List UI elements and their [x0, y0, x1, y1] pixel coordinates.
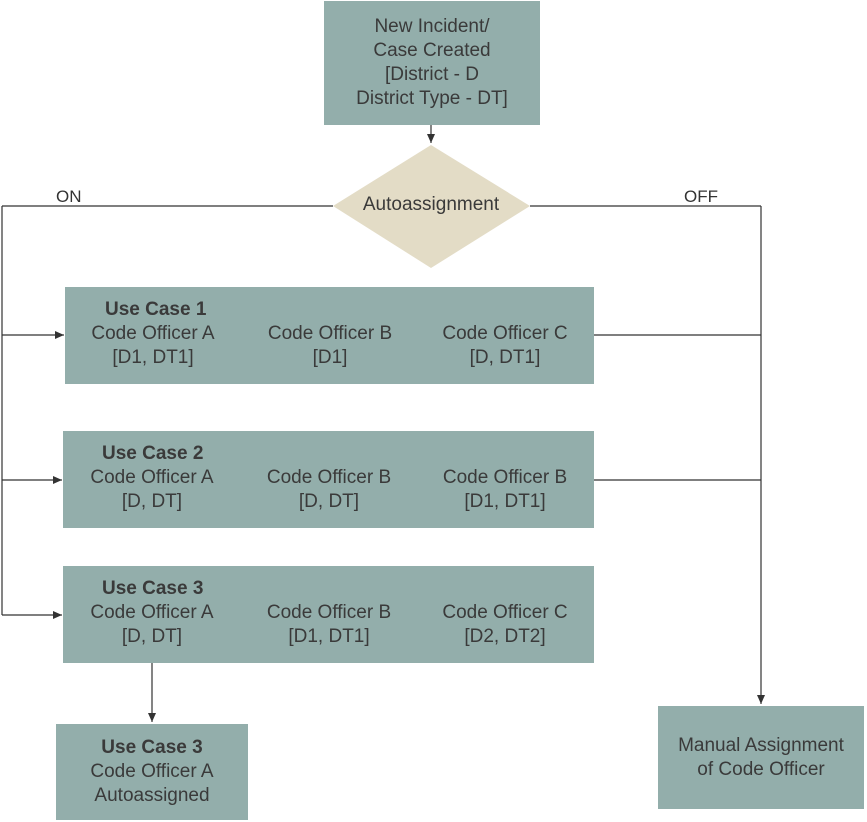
- officer-codes: [D2, DT2]: [464, 626, 546, 647]
- start-node: New Incident/ Case Created [District - D…: [324, 1, 540, 125]
- officer-codes: [D1, DT1]: [288, 626, 370, 647]
- officer-codes: [D, DT]: [121, 491, 183, 512]
- use-case-2-title: Use Case 2: [102, 443, 204, 464]
- use-case-1-box: Use Case 1 Code Officer A [D1, DT1] Code…: [65, 287, 594, 384]
- officer-name: Code Officer B: [442, 467, 568, 488]
- use-case-3-officer-a: Code Officer A [D, DT]: [72, 601, 232, 649]
- officer-name: Code Officer A: [91, 323, 215, 344]
- start-line-1: New Incident/: [374, 16, 490, 37]
- use-case-2-officer-c: Code Officer B [D1, DT1]: [425, 466, 585, 514]
- use-case-1-title: Use Case 1: [105, 299, 207, 320]
- officer-name: Code Officer B: [266, 602, 392, 623]
- start-line-3: [District - D: [385, 64, 479, 85]
- result-title: Use Case 3: [101, 737, 203, 758]
- start-line-2: Case Created: [373, 40, 491, 61]
- decision-diamond: [333, 145, 530, 268]
- officer-name: Code Officer A: [90, 467, 214, 488]
- use-case-3-title: Use Case 3: [102, 578, 204, 599]
- manual-line-1: Manual Assignment: [678, 734, 844, 756]
- result-line-1: Code Officer A: [90, 761, 214, 782]
- officer-codes: [D1]: [312, 347, 348, 368]
- decision-label: Autoassignment: [362, 194, 500, 215]
- result-node: Use Case 3 Code Officer A Autoassigned: [56, 724, 248, 820]
- manual-line-2: of Code Officer: [697, 758, 825, 780]
- officer-name: Code Officer B: [267, 323, 393, 344]
- officer-codes: [D, DT]: [121, 626, 183, 647]
- off-label: OFF: [684, 187, 718, 206]
- use-case-3-officer-c: Code Officer C [D2, DT2]: [425, 601, 585, 649]
- manual-assignment-node: Manual Assignment of Code Officer: [658, 706, 864, 809]
- officer-name: Code Officer A: [90, 602, 214, 623]
- use-case-1-officer-b: Code Officer B [D1]: [250, 322, 410, 370]
- officer-codes: [D, DT]: [298, 491, 360, 512]
- start-line-4: District Type - DT]: [356, 88, 508, 109]
- use-case-1-officer-c: Code Officer C [D, DT1]: [425, 322, 585, 370]
- use-case-1-officer-a: Code Officer A [D1, DT1]: [73, 322, 233, 370]
- use-case-2-officer-a: Code Officer A [D, DT]: [72, 466, 232, 514]
- officer-codes: [D1, DT1]: [112, 347, 194, 368]
- officer-name: Code Officer B: [266, 467, 392, 488]
- use-case-2-box: Use Case 2 Code Officer A [D, DT] Code O…: [63, 431, 594, 528]
- officer-name: Code Officer C: [442, 602, 568, 623]
- use-case-3-box: Use Case 3 Code Officer A [D, DT] Code O…: [63, 566, 594, 663]
- use-case-2-officer-b: Code Officer B [D, DT]: [249, 466, 409, 514]
- use-case-3-officer-b: Code Officer B [D1, DT1]: [249, 601, 409, 649]
- officer-codes: [D1, DT1]: [464, 491, 546, 512]
- officer-codes: [D, DT1]: [469, 347, 541, 368]
- on-label: ON: [56, 187, 82, 206]
- result-line-2: Autoassigned: [94, 785, 210, 806]
- officer-name: Code Officer C: [442, 323, 568, 344]
